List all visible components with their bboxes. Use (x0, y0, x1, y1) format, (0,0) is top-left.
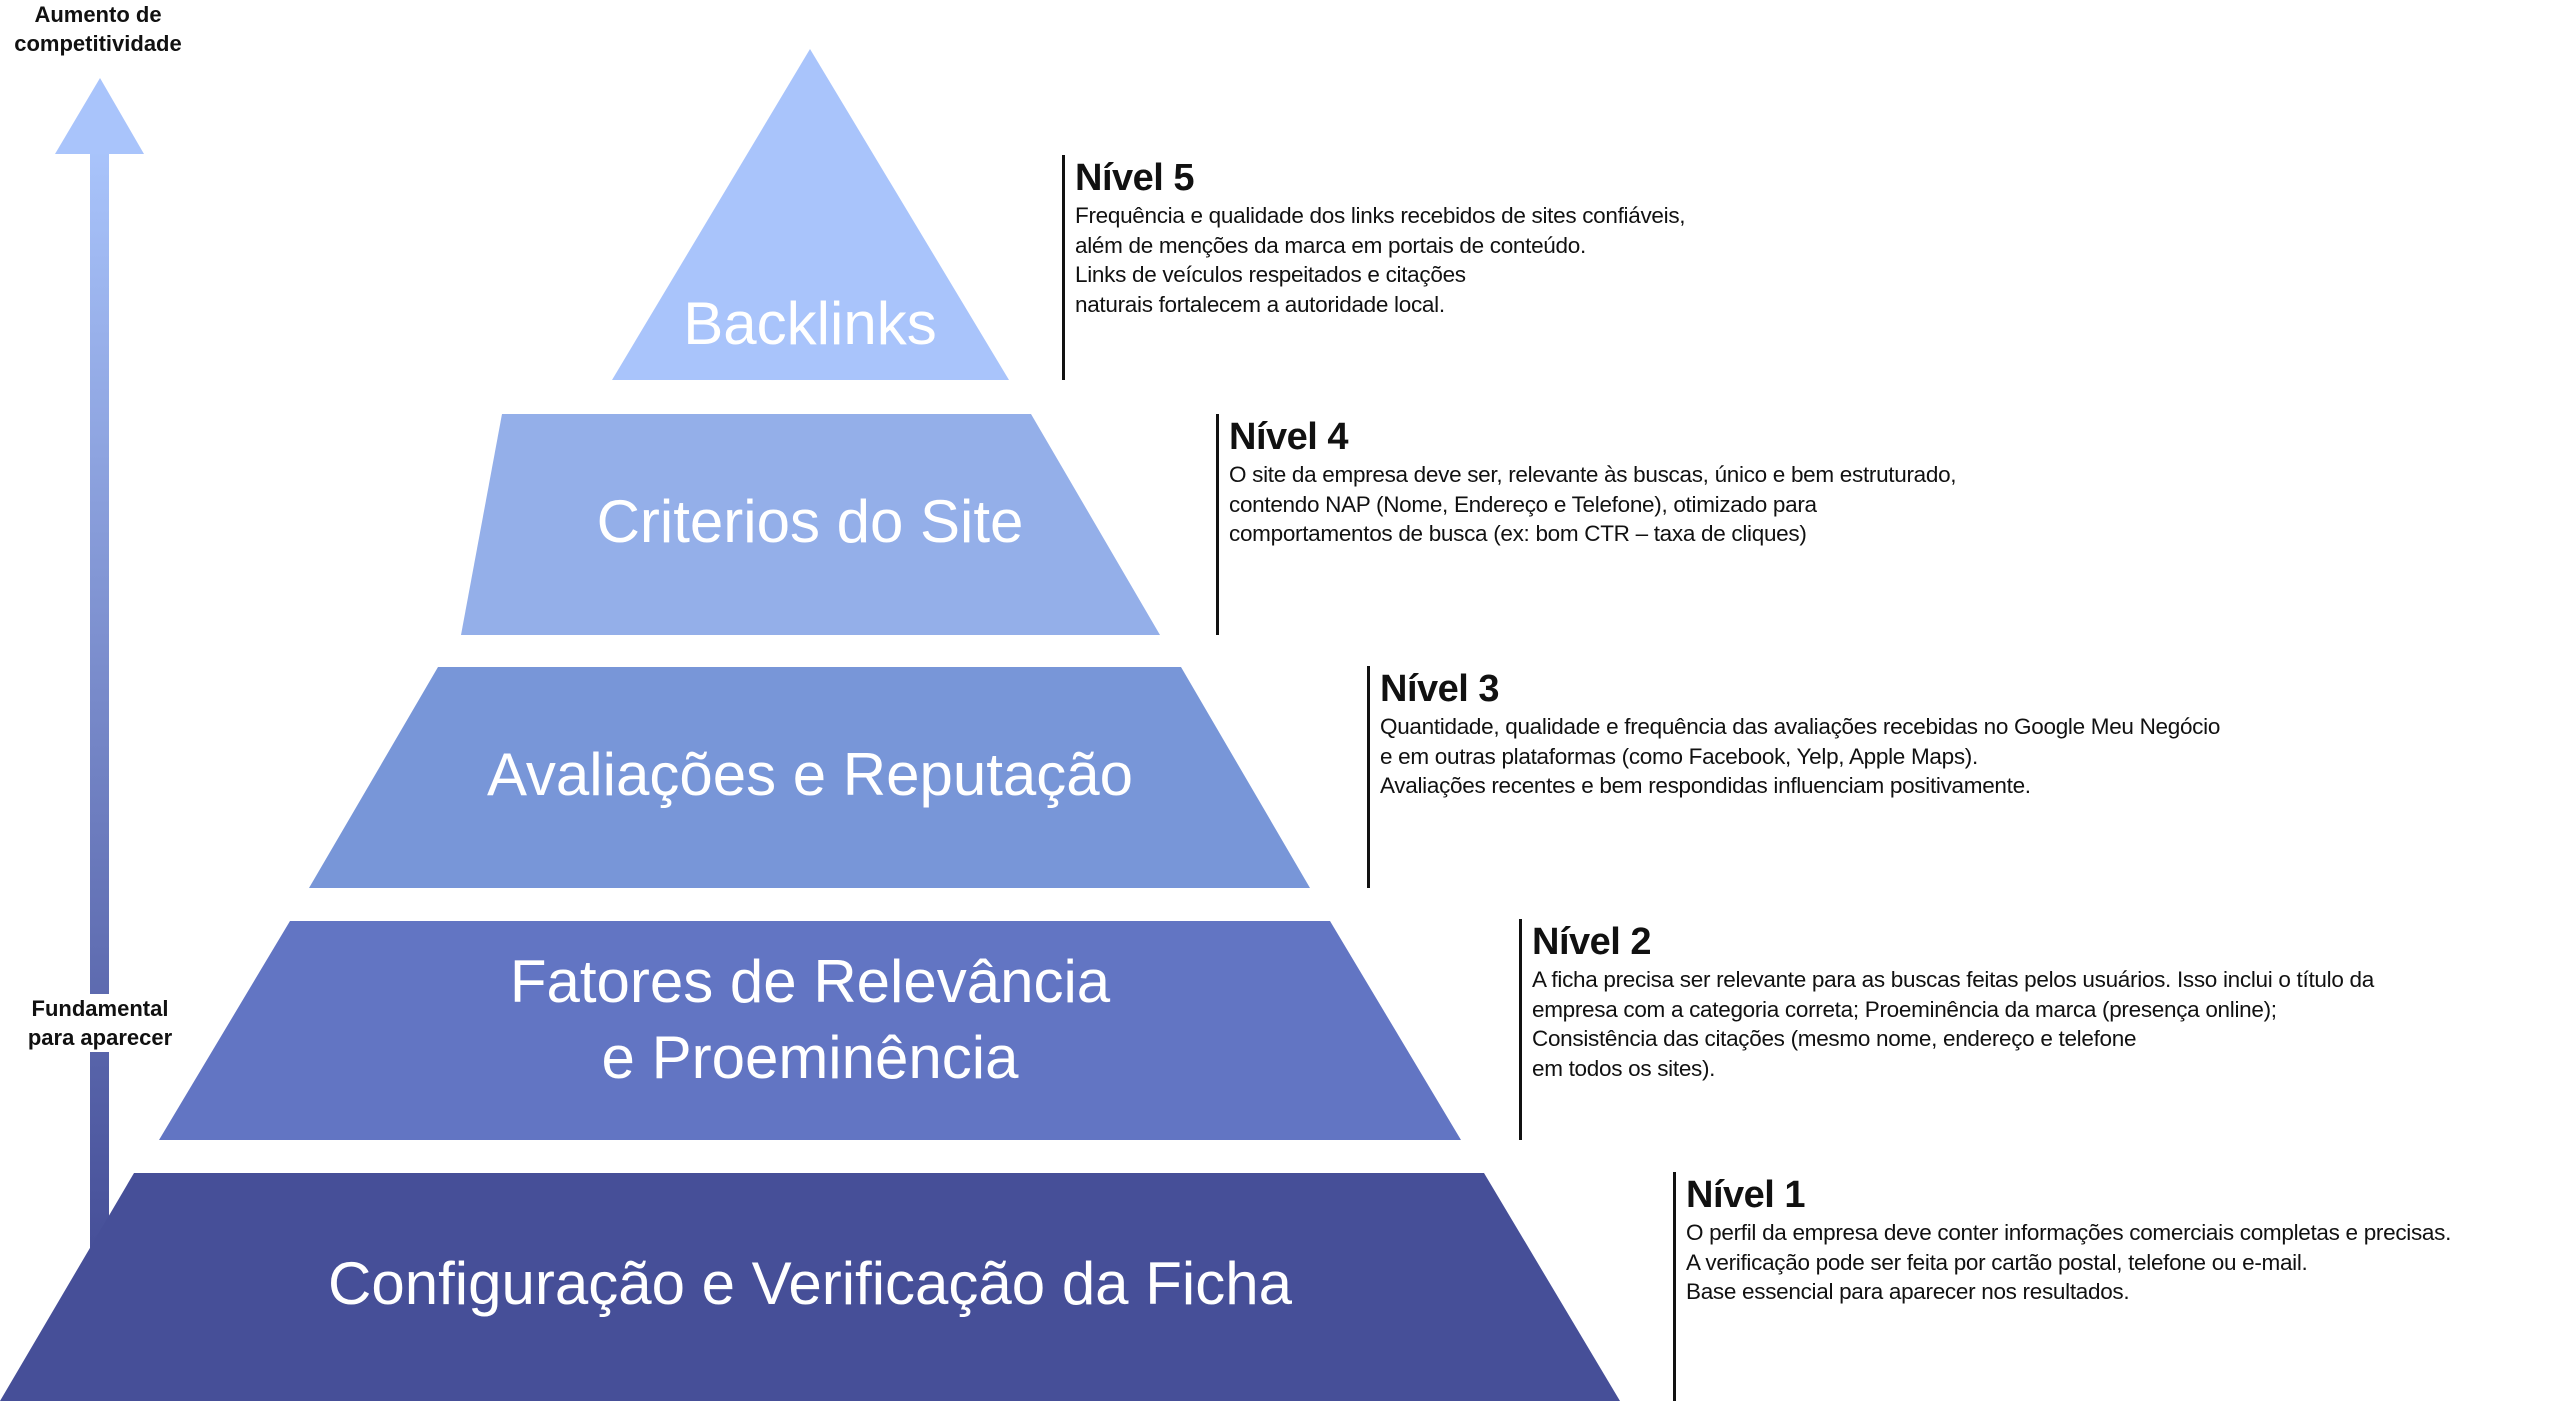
level-title: Nível 5 (1075, 157, 1195, 199)
level-text-line: e em outras plataformas (como Facebook, … (1380, 743, 1978, 769)
competitiveness-arrow-head (55, 78, 144, 154)
level-text-line: em todos os sites). (1532, 1055, 1716, 1081)
pyramid-label-avaliacoes: Avaliações e Reputação (487, 741, 1133, 808)
axis-bottom-label-line: Fundamental (31, 996, 169, 1021)
pyramid-label-configuracao: Configuração e Verificação da Ficha (328, 1250, 1292, 1317)
axis-top-label-line: Aumento de (34, 2, 162, 27)
level-text-line: O perfil da empresa deve conter informaç… (1686, 1220, 2452, 1245)
level-text-line: A verificação pode ser feita por cartão … (1686, 1249, 2308, 1275)
level-text-line: Base essencial para aparecer nos resulta… (1686, 1279, 2130, 1304)
pyramid-level-1 (0, 1173, 1620, 1401)
pyramid-level-4 (461, 414, 1160, 635)
level-text-line: empresa com a categoria correta; Proemin… (1532, 996, 2277, 1022)
competitiveness-arrow-shaft (90, 150, 109, 1252)
level-text-line: contendo NAP (Nome, Endereço e Telefone)… (1229, 491, 1817, 517)
level-2-description: Nível 2 A ficha precisa ser relevante pa… (1519, 919, 2374, 1140)
level-title: Nível 4 (1229, 416, 1349, 458)
pyramid-label-line: e Proeminência (601, 1024, 1019, 1091)
level-text-line: Quantidade, qualidade e frequência das a… (1380, 714, 2221, 739)
level-3-description: Nível 3 Quantidade, qualidade e frequênc… (1367, 666, 2220, 888)
level-text-line: Avaliações recentes e bem respondidas in… (1380, 773, 2031, 798)
level-text-line: A ficha precisa ser relevante para as bu… (1532, 967, 2374, 992)
level-title: Nível 3 (1380, 668, 1500, 710)
axis-top-label-line: competitividade (14, 31, 182, 56)
level-text-line: Consistência das citações (mesmo nome, e… (1532, 1026, 2137, 1051)
level-text-line: Links de veículos respeitados e citações (1075, 262, 1466, 287)
pyramid-label-line: Fatores de Relevância (509, 948, 1111, 1015)
level-text-line: comportamentos de busca (ex: bom CTR – t… (1229, 521, 1807, 546)
pyramid-label-criterios-site: Criterios do Site (596, 488, 1024, 555)
level-text-line: O site da empresa deve ser, relevante às… (1229, 462, 1957, 487)
level-text-line: além de menções da marca em portais de c… (1075, 232, 1586, 258)
axis-bottom-label-line: para aparecer (27, 1025, 173, 1050)
level-5-description: Nível 5 Frequência e qualidade dos links… (1062, 155, 1686, 380)
pyramid-label-fatores: Fatores de Relevância e Proeminência (510, 944, 1110, 1096)
axis-top-label: Aumento de competitividade (0, 0, 196, 58)
axis-bottom-label: Fundamental para aparecer (14, 994, 186, 1052)
level-text-line: naturais fortalecem a autoridade local. (1075, 291, 1445, 317)
level-4-description: Nível 4 O site da empresa deve ser, rele… (1216, 414, 1957, 635)
level-title: Nível 2 (1532, 921, 1652, 963)
pyramid-label-backlinks: Backlinks (683, 290, 937, 357)
level-text-line: Frequência e qualidade dos links recebid… (1075, 203, 1686, 228)
pyramid-level-3 (309, 667, 1310, 888)
level-title: Nível 1 (1686, 1174, 1806, 1216)
pyramid-level-2 (159, 921, 1461, 1140)
level-1-description: Nível 1 O perfil da empresa deve conter … (1673, 1172, 2451, 1401)
pyramid-level-5 (612, 49, 1009, 380)
